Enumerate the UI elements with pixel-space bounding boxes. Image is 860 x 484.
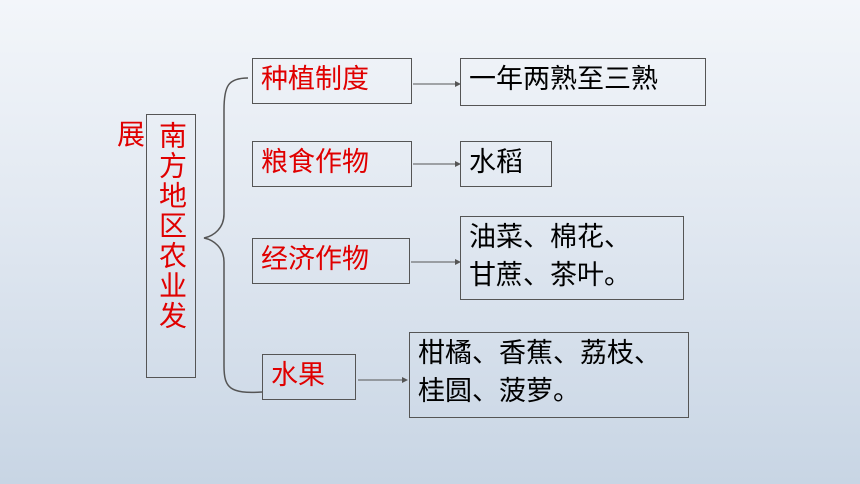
arrow-4 <box>358 377 408 383</box>
main-topic-box: 南方地区农业发 <box>146 114 196 378</box>
value-line: 甘蔗、茶叶。 <box>469 260 631 291</box>
value-text: 水稻 <box>469 147 523 178</box>
category-box-cash-crops: 经济作物 <box>252 238 410 284</box>
category-box-grain-crops: 粮食作物 <box>252 141 412 187</box>
category-box-fruits: 水果 <box>262 354 356 400</box>
arrow-3 <box>411 259 461 265</box>
category-label: 水果 <box>271 360 325 391</box>
value-line: 柑橘、香蕉、荔枝、 <box>418 338 661 369</box>
main-topic-label: 南方地区农业发 <box>155 121 188 331</box>
main-label-overflow-char: 展 <box>117 118 146 151</box>
value-box-fruits: 柑橘、香蕉、荔枝、 桂圆、菠萝。 <box>409 332 689 418</box>
value-box-grain-crops: 水稻 <box>460 141 552 187</box>
value-text: 一年两熟至三熟 <box>469 64 658 95</box>
category-label: 经济作物 <box>261 244 369 275</box>
arrow-1 <box>413 81 461 87</box>
brace <box>203 77 263 394</box>
value-box-cash-crops: 油菜、棉花、 甘蔗、茶叶。 <box>460 216 684 300</box>
arrow-2 <box>413 161 461 167</box>
value-line: 桂圆、菠萝。 <box>418 376 580 407</box>
value-box-planting-system: 一年两熟至三熟 <box>460 58 706 106</box>
value-line: 油菜、棉花、 <box>469 222 631 253</box>
category-box-planting-system: 种植制度 <box>252 58 412 104</box>
category-label: 种植制度 <box>261 64 369 95</box>
category-label: 粮食作物 <box>261 147 369 178</box>
